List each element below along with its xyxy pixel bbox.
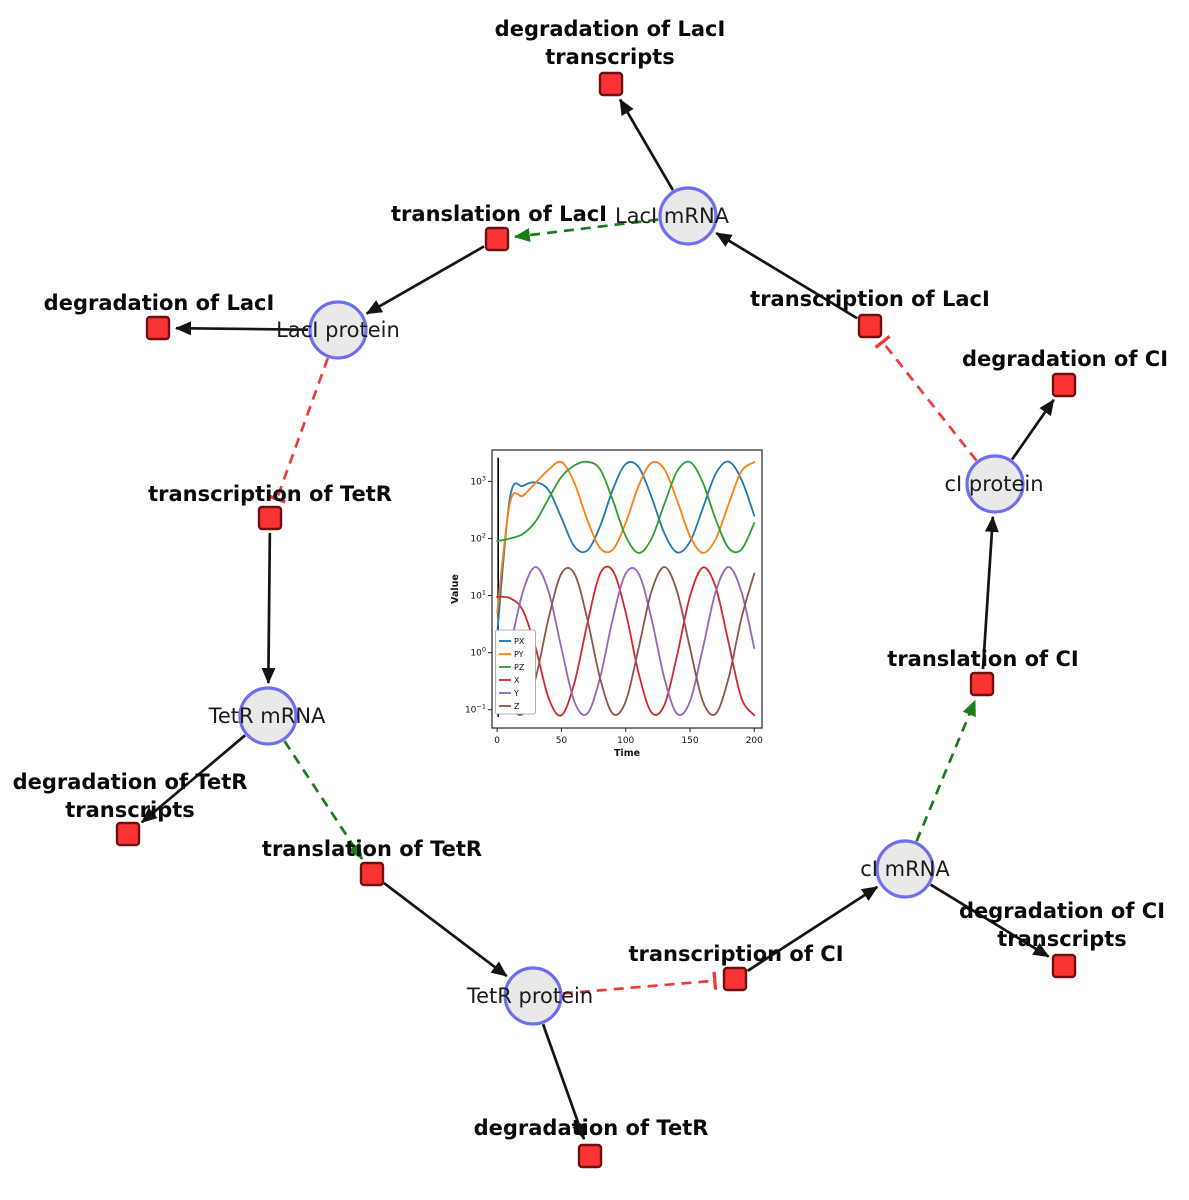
edge-inhibition-cI_protein-tx_LacI [874, 335, 978, 462]
edge-consumption-TetR_mRNA-deg_TetR_tx [140, 734, 246, 824]
reaction-label-deg_TetR_tx: transcripts [65, 798, 195, 822]
reaction-label-deg_LacI_tx: transcripts [545, 45, 675, 69]
reaction-node-deg_CI_tx[interactable] [1051, 953, 1077, 979]
edge-production-tx_TetR-TetR_mRNA [261, 532, 276, 685]
edge-production-tx_LacI-LacI_mRNA [715, 231, 858, 320]
series-Y [496, 566, 756, 716]
species-label-cI_mRNA: cI mRNA [860, 857, 950, 881]
species-label-LacI_mRNA: LacI mRNA [615, 204, 730, 228]
reaction-node-deg_LacI[interactable] [145, 315, 171, 341]
x-tick-label: 150 [681, 736, 698, 746]
reaction-label-transl_CI: translation of CI [887, 647, 1078, 671]
reaction-label-deg_CI_tx: degradation of CI [959, 899, 1165, 923]
species-label-cI_protein: cI protein [944, 472, 1043, 496]
y-tick-label: 101 [470, 589, 486, 602]
edge-production-transl_LacI-LacI_protein [365, 245, 485, 315]
y-tick-label: 103 [470, 474, 486, 487]
legend-label-PX: PX [514, 637, 525, 646]
reaction-label-deg_TetR: degradation of TetR [474, 1116, 709, 1140]
y-tick-label: 100 [470, 646, 486, 659]
legend-label-PY: PY [514, 650, 524, 659]
nodes-layer [115, 71, 1077, 1169]
edge-inhibition-LacI_protein-tx_TetR [267, 357, 330, 504]
species-label-TetR_protein: TetR protein [466, 984, 593, 1008]
reaction-label-transl_TetR: translation of TetR [262, 837, 482, 861]
legend-label-Z: Z [514, 702, 520, 711]
chart-plot-area [496, 457, 756, 717]
x-tick-label: 0 [494, 736, 500, 746]
reaction-node-transl_CI[interactable] [969, 671, 995, 697]
species-node-LacI_mRNA[interactable] [658, 186, 718, 246]
edge-consumption-LacI_protein-deg_LacI [174, 321, 309, 336]
x-axis-label: Time [614, 748, 640, 759]
reaction-label-deg_LacI_tx: degradation of LacI [495, 17, 726, 41]
species-label-LacI_protein: LacI protein [276, 318, 400, 342]
y-tick-label: 10−1 [465, 703, 486, 716]
edges-layer [140, 98, 1055, 1140]
y-tick-label: 102 [470, 531, 486, 544]
edge-consumption-cI_protein-deg_CI [1011, 398, 1055, 461]
edge-modifier-LacI_mRNA-transl_LacI [513, 218, 659, 243]
x-tick-label: 50 [556, 736, 568, 746]
series-PZ [496, 460, 756, 554]
reaction-node-tx_LacI[interactable] [857, 313, 883, 339]
chart-legend: PX PY PZ XYZ [495, 629, 536, 715]
edge-modifier-TetR_mRNA-transl_TetR [283, 740, 364, 860]
x-tick-label: 200 [746, 736, 763, 746]
species-node-cI_protein[interactable] [965, 454, 1025, 514]
reaction-node-deg_TetR_tx[interactable] [115, 821, 141, 847]
reaction-label-tx_TetR: transcription of TetR [148, 482, 392, 506]
species-node-TetR_protein[interactable] [503, 966, 563, 1026]
legend-label-X: X [514, 676, 520, 685]
reaction-node-deg_TetR[interactable] [577, 1143, 603, 1169]
legend-label-Y: Y [513, 689, 519, 698]
species-node-cI_mRNA[interactable] [875, 839, 935, 899]
reaction-node-transl_TetR[interactable] [359, 861, 385, 887]
reaction-label-transl_LacI: translation of LacI [391, 202, 607, 226]
edge-modifier-cI_mRNA-transl_CI [915, 699, 977, 842]
reaction-label-deg_CI_tx: transcripts [997, 927, 1127, 951]
edge-consumption-LacI_mRNA-deg_LacI_tx [618, 98, 675, 191]
reaction-label-deg_LacI: degradation of LacI [44, 291, 275, 315]
edge-production-transl_CI-cI_protein [981, 515, 999, 670]
reaction-node-deg_CI[interactable] [1051, 372, 1077, 398]
series-PY [496, 460, 756, 614]
species-label-TetR_mRNA: TetR mRNA [208, 704, 326, 728]
series-Z [496, 566, 756, 716]
reaction-node-deg_LacI_tx[interactable] [598, 71, 624, 97]
edge-consumption-TetR_protein-deg_TetR [541, 1023, 586, 1140]
reaction-label-deg_CI: degradation of CI [962, 347, 1168, 371]
species-node-LacI_protein[interactable] [308, 300, 368, 360]
reaction-node-transl_LacI[interactable] [484, 226, 510, 252]
reaction-label-tx_LacI: transcription of LacI [750, 287, 990, 311]
reaction-node-tx_CI[interactable] [722, 966, 748, 992]
edge-production-tx_CI-cI_mRNA [746, 885, 879, 972]
edge-consumption-cI_mRNA-deg_CI_tx [929, 883, 1050, 958]
reaction-node-tx_TetR[interactable] [257, 505, 283, 531]
reaction-label-deg_TetR_tx: degradation of TetR [13, 770, 248, 794]
y-axis-label: Value [450, 574, 461, 604]
edge-production-transl_TetR-TetR_protein [383, 881, 508, 978]
reaction-label-tx_CI: transcription of CI [628, 942, 843, 966]
species-node-TetR_mRNA[interactable] [238, 686, 298, 746]
edge-inhibition-TetR_protein-tx_CI [562, 971, 718, 995]
legend-label-PZ: PZ [514, 663, 525, 672]
x-tick-label: 100 [617, 736, 634, 746]
